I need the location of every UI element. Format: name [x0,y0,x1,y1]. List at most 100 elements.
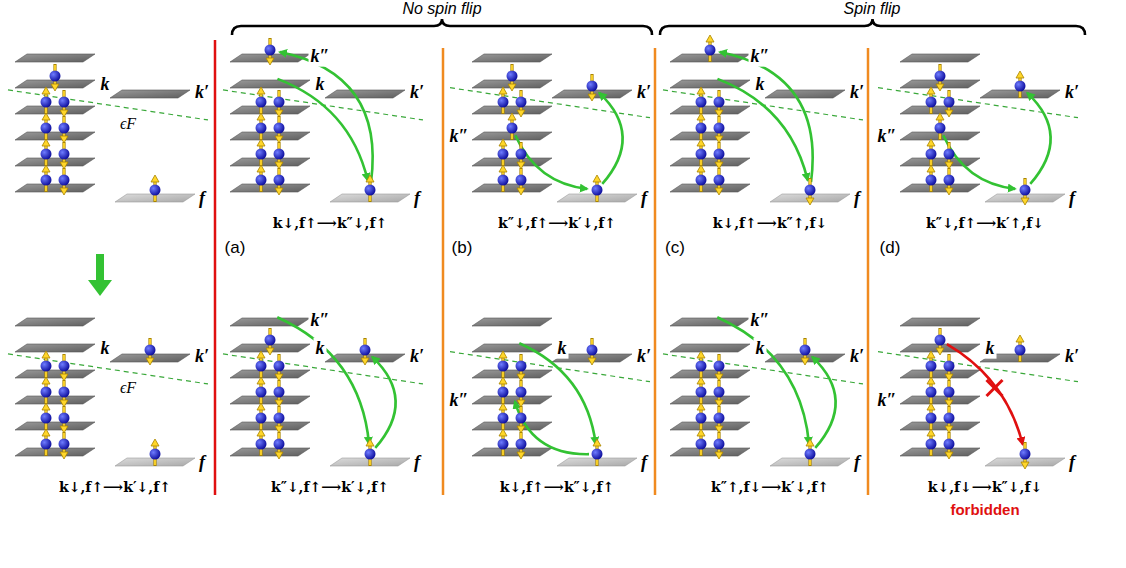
state-label: f [639,188,649,209]
electron [256,165,267,192]
state-label: k″ [876,126,899,147]
electron [926,351,937,378]
energy-level-bar [15,318,95,326]
process-formula: k↓,f↑⟶k′↓,f↑ [57,479,173,495]
state-label: k′ [408,346,426,367]
electron [944,168,955,195]
energy-level-bar [900,318,980,326]
group-bracket [232,19,652,35]
energy-level-bar [230,448,310,456]
electron [59,406,70,433]
energy-level-bar [900,422,980,430]
group-title: No spin flip [400,0,483,18]
energy-level-bar [230,318,310,326]
energy-level-bar [15,132,95,140]
state-label: f [197,452,207,473]
energy-level-bar [670,132,750,140]
electron [944,142,955,169]
energy-level-bar [670,344,750,352]
energy-level-bar [900,158,980,166]
state-label: k′ [635,82,653,103]
fermi-level [450,352,650,382]
electron [145,338,156,365]
state-label: k″ [309,310,332,331]
energy-level-bar [472,158,552,166]
process-formula: k↓,f↑⟶k″↓,f↑ [498,479,616,495]
electron [1020,178,1031,205]
electron [41,403,52,430]
electron [805,178,816,205]
panel-tag: (b) [450,238,475,258]
energy-level-bar [900,184,980,192]
electron [1020,442,1031,469]
electron [944,380,955,407]
electron [714,380,725,407]
divider [654,48,657,495]
electron [714,116,725,143]
state-label: f [852,188,862,209]
electron [274,116,285,143]
electron [265,38,276,65]
hop-arrow [277,317,369,444]
state-label: k″ [876,390,899,411]
group-bracket [660,19,1085,35]
energy-level-bar [15,158,95,166]
electron [360,338,371,365]
electron [714,354,725,381]
electron [41,429,52,456]
electron [41,165,52,192]
energy-level-bar [670,158,750,166]
state-label: k′ [408,82,426,103]
electron [516,90,527,117]
divider [867,48,870,495]
fermi-level [8,354,208,384]
electron [41,139,52,166]
process-formula: k″↑,f↓⟶k′↓,f↑ [709,479,831,495]
electron [274,142,285,169]
electron [1015,71,1026,98]
state-label: k″ [448,126,471,147]
energy-level-bar [670,318,750,326]
electron [274,380,285,407]
process-formula: k↓,f↑⟶k″↓,f↑ [271,215,389,231]
energy-level-bar [15,184,95,192]
state-label: k′ [1063,346,1081,367]
energy-level-bar [472,184,552,192]
electron [50,64,61,91]
electron [256,403,267,430]
state-label: k [754,338,767,359]
electron [516,142,527,169]
divider [214,40,217,495]
energy-level-bar [472,448,552,456]
electron [926,139,937,166]
energy-level-bar [230,422,310,430]
electron [714,406,725,433]
electron [274,406,285,433]
electron [498,139,509,166]
state-label: k [754,74,767,95]
electron [935,64,946,91]
electron [41,377,52,404]
electron [805,439,816,466]
fermi-level [663,354,863,384]
electron [59,90,70,117]
electron [944,354,955,381]
hop-arrow [1027,93,1050,184]
hop-arrow [720,52,813,182]
electrons [41,35,1031,469]
electron [256,87,267,114]
state-label: f [639,452,649,473]
energy-levels [15,54,1065,466]
hop-arrow [280,52,373,182]
electron [498,351,509,378]
energy-level-bar [15,370,95,378]
hop-arrows [277,52,1050,454]
electron [696,113,707,140]
energy-level-bar [670,370,750,378]
energy-level-bar [325,90,405,98]
state-label: k″ [749,310,772,331]
forbidden-arrow [947,344,1023,444]
electron [944,432,955,459]
electron [498,403,509,430]
